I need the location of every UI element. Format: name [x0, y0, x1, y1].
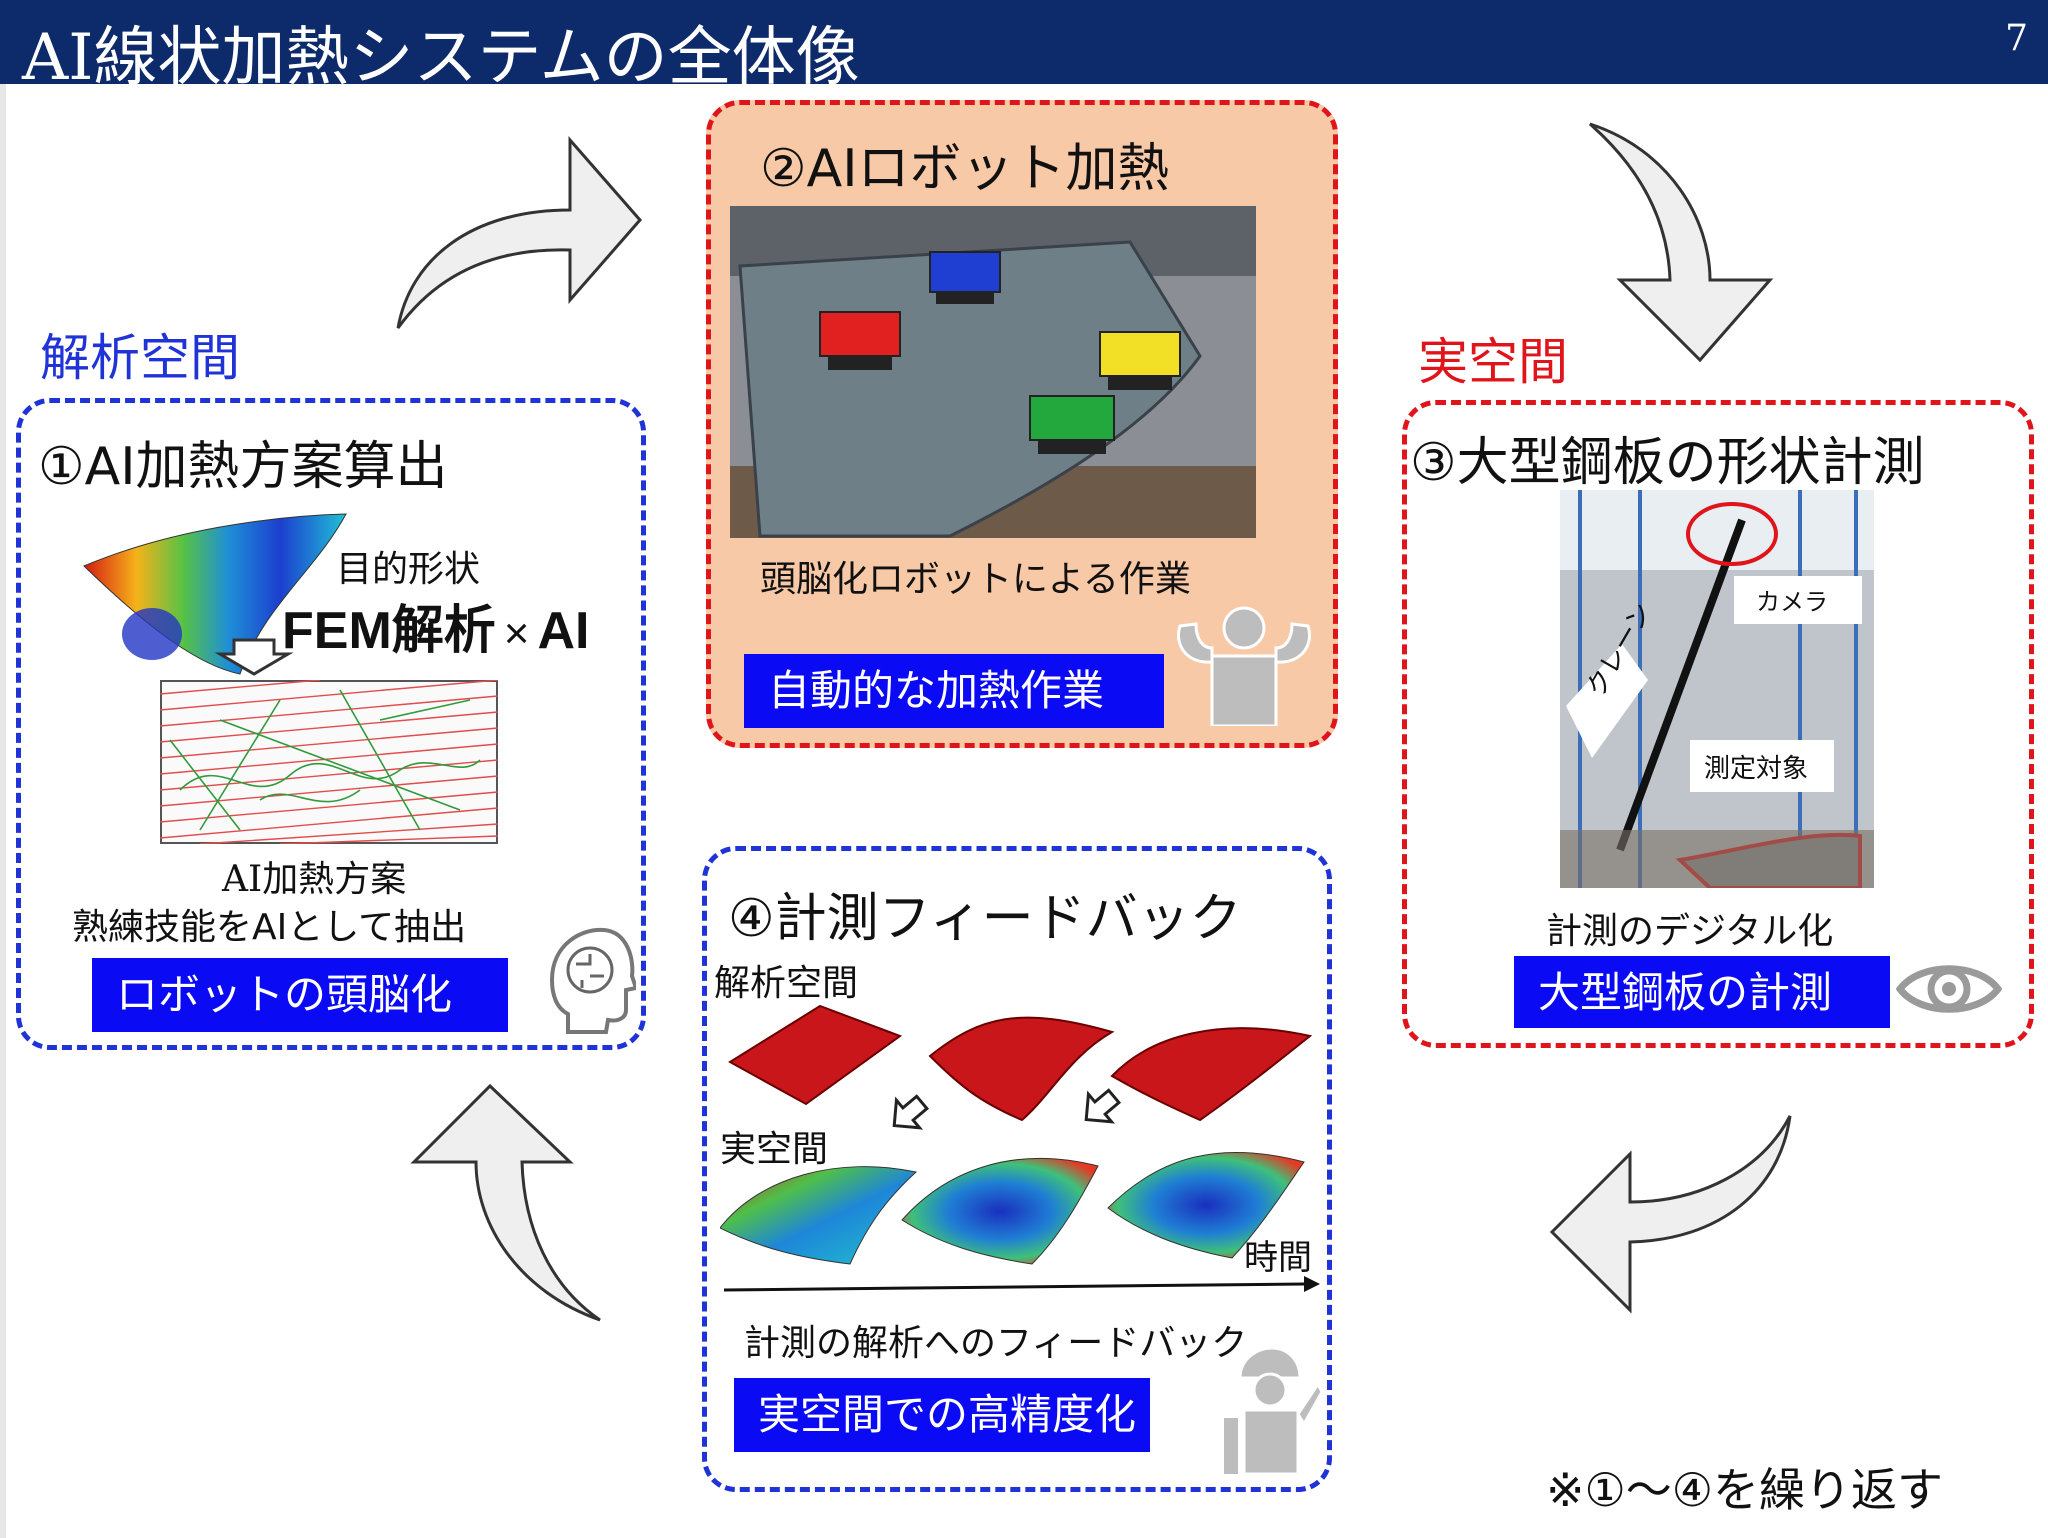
plan-line-1: AI加熱方案 — [222, 859, 407, 900]
target-tag — [1690, 740, 1834, 792]
target-shape-label: 目的形状 — [336, 549, 481, 590]
panel-feedback-title: ④計測フィードバック — [728, 889, 1242, 949]
large-plate-button: 大型鋼板の計測 — [1514, 956, 1890, 1028]
cycle-arrow-icon-bottom-left — [410, 1083, 601, 1322]
robot-heating-photo — [730, 206, 1256, 538]
ai-label: AI — [537, 602, 590, 660]
feedback-analysis-label: 解析空間 — [714, 963, 859, 1004]
eye-icon — [1896, 965, 2002, 1013]
fem-label: FEM解析 — [282, 602, 496, 660]
muscle-robot-icon — [1177, 606, 1311, 726]
crane-tag — [1566, 644, 1648, 758]
real-space-label: 実空間 — [1418, 333, 1568, 391]
cycle-arrow-icon-bottom-right — [1549, 1115, 1792, 1314]
page-number: 7 — [2005, 18, 2028, 59]
real-precision-button: 実空間での高精度化 — [734, 1378, 1150, 1452]
cycle-arrow-icon-top-right — [1589, 122, 1774, 363]
time-label: 時間 — [1244, 1238, 1312, 1278]
panel-shape-measurement — [1402, 400, 2034, 1048]
panel-ai-plan — [16, 398, 646, 1050]
camera-label: カメラ — [1756, 588, 1828, 616]
target-label: 測定対象 — [1704, 754, 1809, 784]
feedback-surfaces — [720, 1004, 1320, 1292]
cycle-arrow-icon-top-left — [396, 136, 642, 329]
down-arrow-icon — [214, 638, 294, 676]
title-bar — [0, 0, 2048, 84]
robot-caption: 頭脳化ロボットによる作業 — [760, 559, 1191, 600]
panel-ai-plan-title: ①AI加熱方案算出 — [38, 437, 448, 497]
target-shape-contour — [83, 513, 347, 675]
heating-plan-lines — [160, 680, 498, 844]
analysis-space-label: 解析空間 — [40, 329, 240, 387]
camera-tag — [1734, 576, 1862, 624]
repeat-note: ※①～④を繰り返す — [1546, 1463, 1944, 1517]
worker-icon — [1224, 1346, 1322, 1474]
auto-heating-button: 自動的な加熱作業 — [744, 654, 1164, 728]
plan-line-2: 熟練技能をAIとして抽出 — [72, 907, 467, 948]
left-edge — [0, 84, 6, 1538]
fem-ai-label: FEM解析×AI — [282, 588, 589, 663]
feedback-caption: 計測の解析へのフィードバック — [744, 1323, 1248, 1364]
times-symbol: × — [503, 609, 530, 658]
robot-brain-button: ロボットの頭脳化 — [92, 958, 508, 1032]
panel-shape-measurement-title: ③大型鋼板の形状計測 — [1410, 433, 1925, 493]
digital-measurement-caption: 計測のデジタル化 — [1546, 911, 1834, 952]
feedback-real-label: 実空間 — [720, 1129, 829, 1170]
panel-feedback — [702, 846, 1332, 1492]
brain-circuit-icon — [549, 927, 636, 1034]
panel-robot-heating-title: ②AIロボット加熱 — [760, 139, 1170, 199]
slide-title: AI線状加熱システムの全体像 — [22, 21, 860, 95]
